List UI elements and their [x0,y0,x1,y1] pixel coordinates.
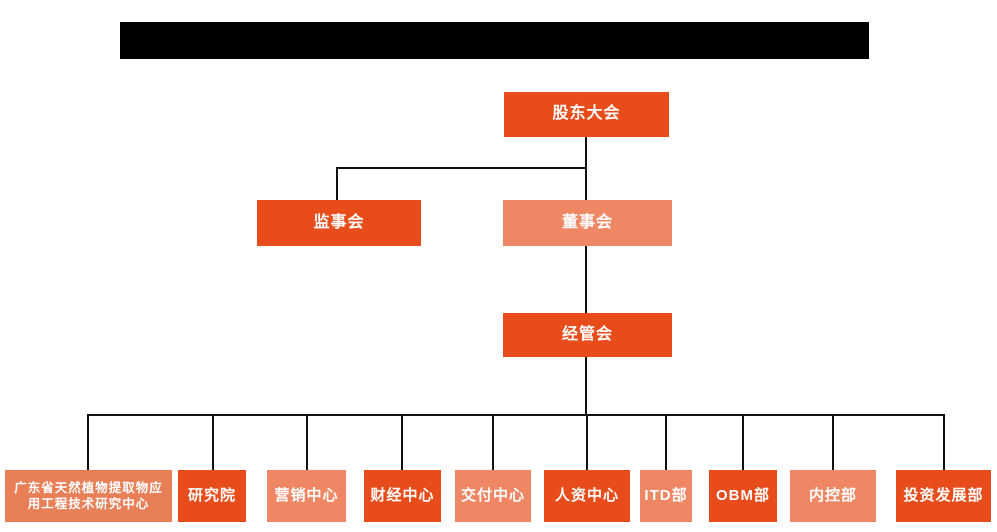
org-node-hr-center: 人资中心 [544,470,630,522]
org-node-investment-development-dept: 投资发展部 [896,470,991,522]
org-node-research-institute: 研究院 [178,470,246,522]
org-node-internal-control-dept: 内控部 [790,470,876,522]
org-node-board-of-directors: 董事会 [503,200,672,246]
connector-line-vertical [401,415,403,470]
connector-line-horizontal [87,414,945,416]
connector-line-vertical [87,415,89,470]
connector-line-vertical [212,415,214,470]
connector-line-vertical [306,415,308,470]
org-node-management-committee: 经管会 [503,313,672,357]
connector-line-vertical [585,357,587,415]
org-node-supervisory-board: 监事会 [257,200,421,246]
org-node-obm-dept: OBM部 [709,470,777,522]
org-node-delivery-center: 交付中心 [455,470,531,522]
redacted-title-bar [120,22,869,59]
org-node-shareholders-meeting: 股东大会 [504,92,669,137]
connector-line-vertical [492,415,494,470]
org-node-marketing-center: 营销中心 [267,470,346,522]
connector-line-vertical [336,168,338,200]
connector-line-vertical [665,415,667,470]
connector-line-vertical [832,415,834,470]
org-node-finance-center: 财经中心 [364,470,441,522]
org-node-gd-plant-extract-research-center: 广东省天然植物提取物应用工程技术研究中心 [5,470,172,522]
org-node-itd-dept: ITD部 [640,470,692,522]
connector-line-vertical [742,415,744,470]
connector-line-horizontal [336,167,587,169]
connector-line-vertical [586,415,588,470]
connector-line-vertical [943,415,945,470]
